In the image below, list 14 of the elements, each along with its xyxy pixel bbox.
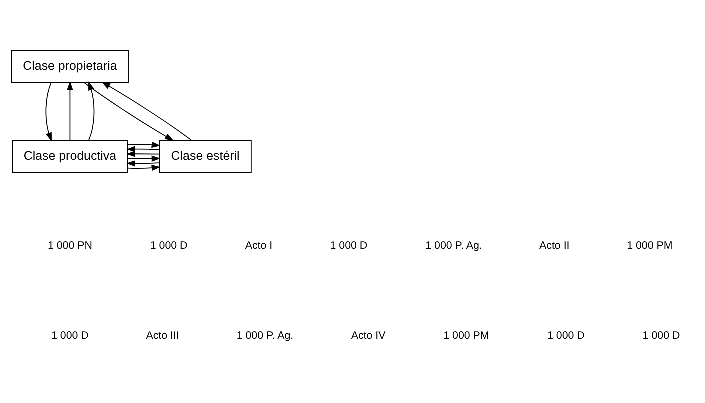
label: 1 000 D [330,240,368,252]
label: Acto II [540,240,570,252]
label: 1 000 P. Ag. [236,330,294,342]
label: 1 000 D [548,330,585,342]
label: 1 000 P. Ag. [426,240,482,252]
label: 1 000 D [642,330,680,342]
label: 1 000 D [150,240,188,252]
label: 1 000 D [52,330,89,342]
label: 1 000 PM [444,330,490,342]
label: Acto IV [351,330,386,342]
label: 1 000 PM [627,240,673,252]
label: 1 000 PN [48,240,92,252]
label: Acto III [146,330,180,342]
label: Acto I [245,240,273,252]
